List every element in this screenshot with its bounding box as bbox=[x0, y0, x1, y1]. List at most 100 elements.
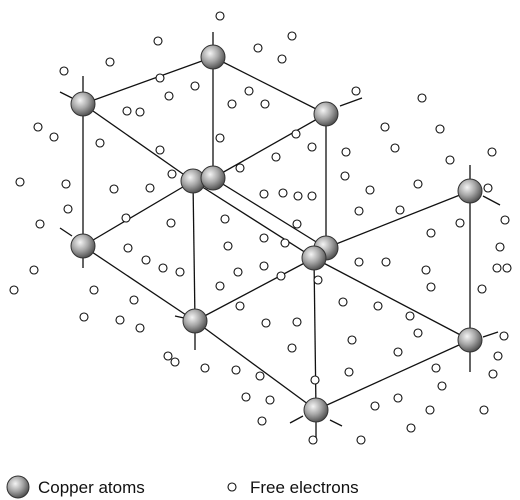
free-electron bbox=[435, 124, 445, 134]
free-electron bbox=[291, 129, 301, 139]
free-electron bbox=[175, 267, 185, 277]
free-electron bbox=[499, 331, 509, 341]
free-electron bbox=[167, 169, 177, 179]
free-electron bbox=[122, 106, 132, 116]
bond-line bbox=[313, 257, 471, 341]
free-electron bbox=[259, 189, 269, 199]
free-electron bbox=[255, 371, 265, 381]
free-electron bbox=[166, 218, 176, 228]
free-electron bbox=[259, 233, 269, 243]
bond-line bbox=[82, 103, 194, 182]
free-electron bbox=[390, 143, 400, 153]
bond-line bbox=[212, 56, 327, 115]
free-electron bbox=[307, 191, 317, 201]
free-electron bbox=[287, 31, 297, 41]
free-electron bbox=[215, 281, 225, 291]
free-electron bbox=[477, 284, 487, 294]
free-electron bbox=[347, 335, 357, 345]
free-electron bbox=[155, 145, 165, 155]
free-electron bbox=[502, 263, 512, 273]
free-electron bbox=[437, 381, 447, 391]
bond-line bbox=[194, 257, 315, 322]
free-electron bbox=[493, 351, 503, 361]
free-electron bbox=[220, 214, 230, 224]
free-electron bbox=[158, 263, 168, 273]
free-electron bbox=[190, 81, 200, 91]
free-electron bbox=[253, 43, 263, 53]
bond-stub bbox=[59, 227, 73, 237]
bond-line bbox=[82, 245, 196, 322]
free-electron bbox=[145, 183, 155, 193]
free-electron bbox=[380, 122, 390, 132]
bond-stub bbox=[339, 97, 363, 107]
free-electron bbox=[215, 133, 225, 143]
free-electron bbox=[115, 315, 125, 325]
bond-line bbox=[192, 180, 315, 259]
free-electron bbox=[344, 367, 354, 377]
copper-atom bbox=[313, 101, 339, 127]
bond-line bbox=[212, 177, 327, 249]
free-electron bbox=[59, 66, 69, 76]
free-electron bbox=[393, 347, 403, 357]
free-electron bbox=[261, 318, 271, 328]
free-electron bbox=[354, 257, 364, 267]
legend-electron-icon bbox=[227, 482, 237, 492]
free-electron bbox=[260, 99, 270, 109]
free-electron bbox=[244, 86, 254, 96]
copper-atom bbox=[200, 165, 226, 191]
free-electron bbox=[413, 328, 423, 338]
free-electron bbox=[95, 138, 105, 148]
free-electron bbox=[417, 93, 427, 103]
free-electron bbox=[406, 423, 416, 433]
free-electron bbox=[495, 242, 505, 252]
free-electron bbox=[170, 357, 180, 367]
free-electron bbox=[109, 184, 119, 194]
bond-line bbox=[313, 257, 317, 411]
free-electron bbox=[488, 369, 498, 379]
free-electron bbox=[278, 188, 288, 198]
copper-atom bbox=[200, 44, 226, 70]
bond-stub bbox=[174, 315, 185, 319]
free-electron bbox=[215, 11, 225, 21]
free-electron bbox=[123, 243, 133, 253]
free-electron bbox=[431, 363, 441, 373]
free-electron bbox=[308, 435, 318, 445]
free-electron bbox=[61, 179, 71, 189]
free-electron bbox=[63, 204, 73, 214]
free-electron bbox=[259, 261, 269, 271]
copper-atom bbox=[457, 178, 483, 204]
free-electron bbox=[381, 257, 391, 267]
free-electron bbox=[265, 395, 275, 405]
free-electron bbox=[455, 218, 465, 228]
free-electron bbox=[425, 405, 435, 415]
free-electron bbox=[395, 205, 405, 215]
free-electron bbox=[33, 122, 43, 132]
free-electron bbox=[235, 163, 245, 173]
bond-line bbox=[325, 190, 471, 249]
free-electron bbox=[393, 393, 403, 403]
free-electron bbox=[280, 238, 290, 248]
free-electron bbox=[354, 206, 364, 216]
bond-stub bbox=[482, 195, 501, 206]
free-electron bbox=[231, 365, 241, 375]
free-electron bbox=[426, 282, 436, 292]
free-electrons bbox=[9, 11, 512, 445]
free-electron bbox=[35, 219, 45, 229]
free-electron bbox=[89, 285, 99, 295]
free-electron bbox=[164, 91, 174, 101]
free-electron bbox=[373, 301, 383, 311]
free-electron bbox=[271, 152, 281, 162]
free-electron bbox=[341, 147, 351, 157]
free-electron bbox=[405, 311, 415, 321]
free-electron bbox=[445, 155, 455, 165]
free-electron bbox=[365, 185, 375, 195]
free-electron bbox=[307, 142, 317, 152]
free-electron bbox=[492, 263, 502, 273]
free-electron bbox=[426, 228, 436, 238]
free-electron bbox=[479, 405, 489, 415]
bond-stub bbox=[289, 415, 304, 424]
legend: Copper atoms Free electrons bbox=[6, 475, 359, 499]
free-electron bbox=[351, 86, 361, 96]
lattice-bonds bbox=[82, 56, 471, 411]
legend-electron-label: Free electrons bbox=[250, 478, 359, 497]
